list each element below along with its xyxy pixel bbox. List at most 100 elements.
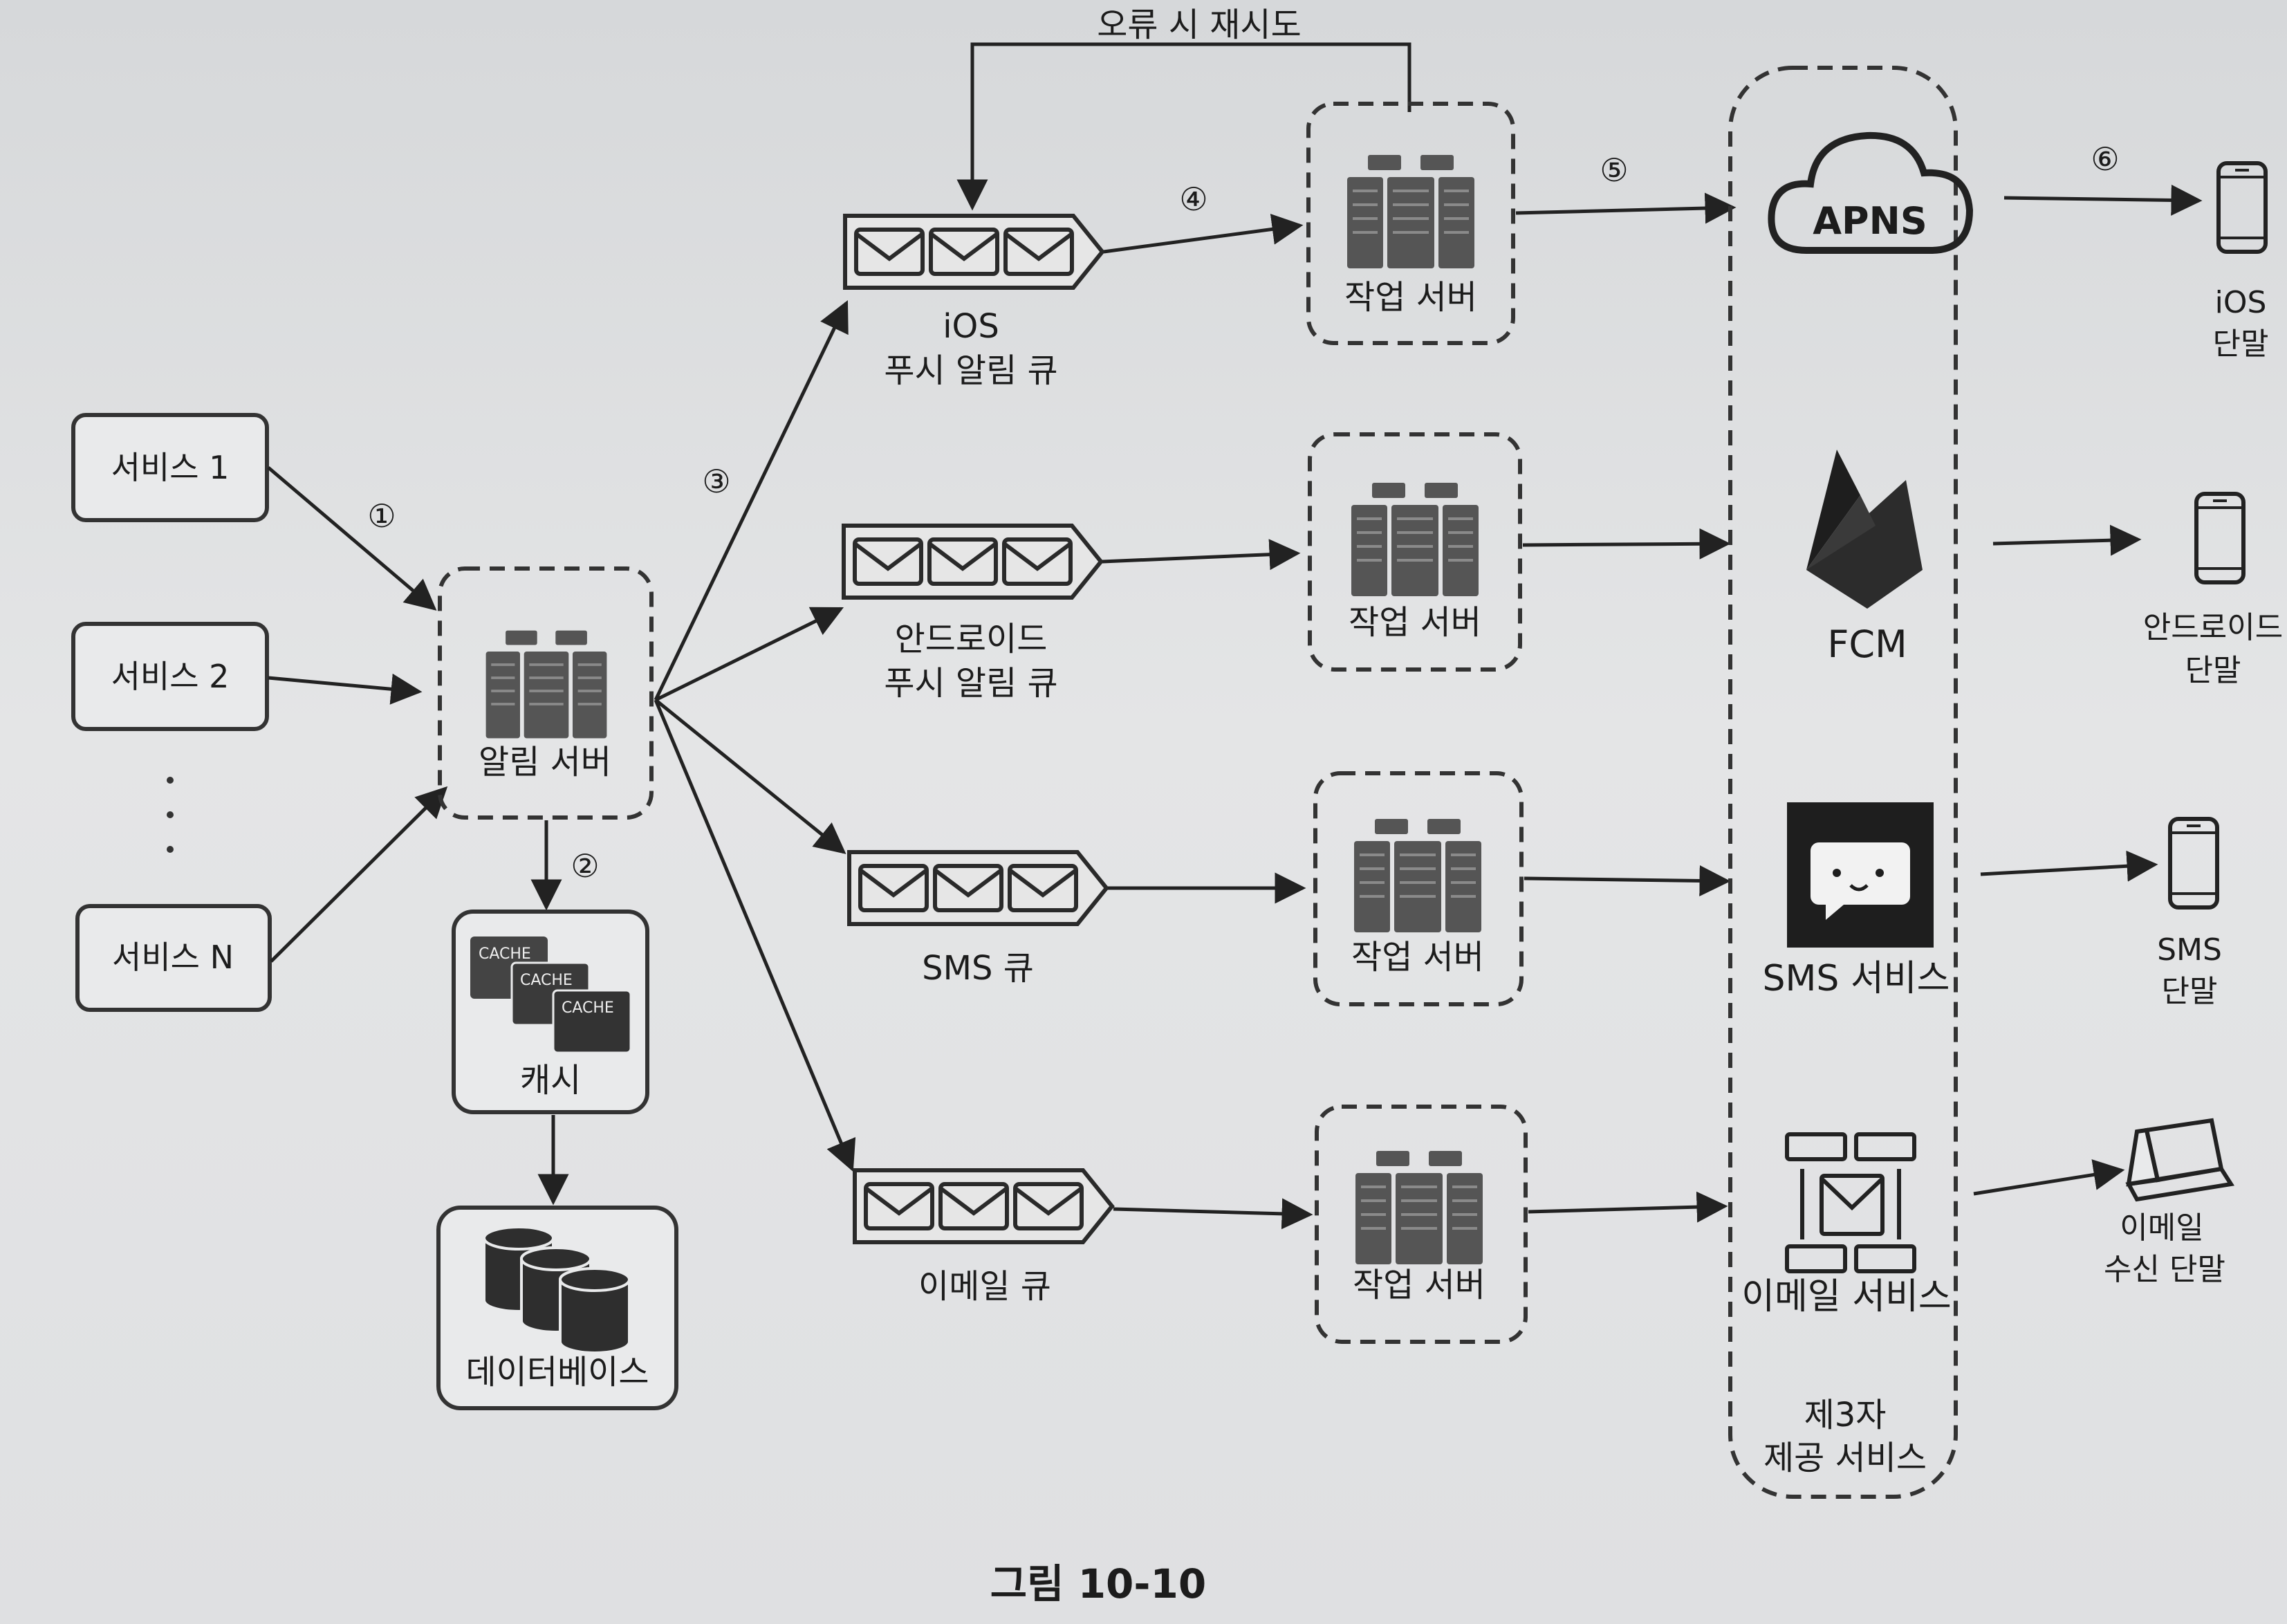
server-icon — [1350, 481, 1480, 598]
email-provider-label: 이메일 서비스 — [1741, 1276, 1952, 1318]
arrow-fcm-to-android-device — [1992, 524, 2142, 556]
step-2-label: ② — [571, 847, 599, 885]
cache-tag-2: CACHE — [520, 972, 573, 989]
arrow-apns-to-ios-device — [2003, 184, 2203, 216]
cache-tag-1: CACHE — [479, 945, 531, 963]
retry-label: 오류 시 재시도 — [1097, 6, 1301, 44]
retry-arrow — [956, 42, 1411, 211]
ios-worker-label: 작업 서버 — [1344, 278, 1477, 317]
android-queue: 안드로이드 푸시 알림 큐 — [844, 526, 1101, 703]
android-worker-label: 작업 서버 — [1349, 603, 1481, 642]
server-to-queue-arrows — [654, 299, 856, 1172]
cloud-icon — [1768, 131, 1974, 254]
queue-icon — [849, 852, 1107, 924]
arrow-android-queue-to-worker — [1102, 539, 1301, 571]
ios-device-label-2: 단말 — [2213, 326, 2269, 362]
sms-worker-label: 작업 서버 — [1351, 938, 1484, 977]
sms-device: SMS 단말 — [2157, 819, 2222, 1009]
arrow-ios-worker-to-apns — [1515, 192, 1737, 224]
database-label: 데이터베이스 — [466, 1353, 649, 1392]
provider-to-device-arrows — [1973, 184, 2203, 1196]
server-icon — [1353, 818, 1483, 934]
arrow-android-worker-to-fcm — [1522, 528, 1731, 560]
service-ellipsis — [167, 777, 174, 853]
apns-label: APNS — [1813, 199, 1927, 243]
arrow-sms-to-sms-device — [1980, 850, 2158, 882]
cache-tag-3: CACHE — [562, 999, 614, 1017]
sms-queue-label: SMS 큐 — [922, 949, 1034, 988]
ios-worker-server: 작업 서버 — [1306, 102, 1515, 345]
sms-provider-service: SMS 서비스 — [1763, 802, 1950, 999]
queue-icon — [844, 526, 1101, 598]
third-party-services-group: APNS FCM SMS 서비스 — [1728, 66, 1974, 1499]
email-queue: 이메일 큐 — [855, 1170, 1112, 1306]
email-worker-server: 작업 서버 — [1315, 1105, 1528, 1344]
arrow-server-to-email-queue — [654, 699, 856, 1172]
queue-icon — [855, 1170, 1112, 1242]
third-party-title-2: 제공 서비스 — [1763, 1439, 1927, 1477]
phone-icon — [2196, 494, 2243, 582]
email-provider-icon — [1785, 1132, 1916, 1273]
android-queue-label-2: 푸시 알림 큐 — [884, 664, 1057, 703]
service-2-label: 서비스 2 — [111, 658, 230, 695]
retry-loop: 오류 시 재시도 — [956, 6, 1411, 211]
ios-queue-label-1: iOS — [943, 307, 999, 346]
figure-caption: 그림 10-10 — [990, 1560, 1206, 1607]
server-icon — [1354, 1150, 1484, 1266]
service-2-box: 서비스 2 — [71, 622, 269, 731]
firebase-icon — [1806, 450, 1923, 609]
android-device-label-2: 단말 — [2185, 653, 2241, 688]
email-worker-label: 작업 서버 — [1353, 1266, 1485, 1304]
sms-device-label-1: SMS — [2157, 932, 2222, 968]
notification-server: 알림 서버 — [438, 566, 654, 820]
arrow-servicen-to-server — [270, 786, 448, 963]
service-n-box: 서비스 N — [75, 904, 272, 1012]
service-1-label: 서비스 1 — [111, 449, 230, 486]
step-4-label: ④ — [1179, 181, 1207, 218]
server-icon — [484, 629, 609, 740]
phone-icon — [2219, 163, 2266, 252]
arrow-sms-worker-to-sms-service — [1524, 865, 1731, 896]
cache-box: CACHE CACHE CACHE 캐시 — [452, 910, 649, 1114]
arrow-email-worker-to-email-service — [1528, 1191, 1728, 1223]
arrow-server-to-sms-queue — [654, 699, 846, 854]
cache-icon: CACHE CACHE CACHE — [470, 936, 632, 1054]
step-6-label: ⑥ — [2091, 140, 2119, 178]
email-provider-service: 이메일 서비스 — [1741, 1132, 1952, 1318]
arrow-ios-queue-to-worker — [1103, 214, 1304, 254]
arrow-email-to-email-device — [1973, 1159, 2125, 1196]
fcm-service: FCM — [1806, 450, 1923, 666]
step-3-label: ③ — [702, 463, 730, 500]
server-icon — [1346, 154, 1476, 270]
database-icon — [483, 1226, 631, 1354]
arrow-service1-to-server — [267, 466, 437, 611]
ios-queue: iOS 푸시 알림 큐 — [845, 216, 1102, 390]
android-worker-server: 작업 서버 — [1308, 432, 1522, 672]
email-device-label-2: 수신 단말 — [2104, 1252, 2225, 1287]
worker-to-provider-arrows — [1515, 192, 1737, 1223]
android-device-label-1: 안드로이드 — [2143, 610, 2283, 645]
android-queue-label-1: 안드로이드 — [895, 620, 1048, 658]
laptop-icon — [2125, 1118, 2234, 1202]
phone-icon — [2170, 819, 2217, 907]
ios-device-label-1: iOS — [2215, 285, 2267, 320]
database-box: 데이터베이스 — [436, 1206, 678, 1410]
arrow-email-queue-to-worker — [1113, 1198, 1313, 1230]
cache-label: 캐시 — [520, 1061, 581, 1100]
service-arrows — [267, 466, 448, 963]
arrow-server-to-ios-queue — [654, 299, 849, 701]
sms-queue: SMS 큐 — [849, 852, 1107, 988]
arrow-server-to-android-queue — [654, 607, 844, 702]
queue-icon — [845, 216, 1102, 288]
step-1-label: ① — [367, 497, 396, 535]
email-device-label-1: 이메일 — [2120, 1210, 2203, 1246]
ios-queue-label-2: 푸시 알림 큐 — [884, 351, 1057, 390]
android-device: 안드로이드 단말 — [2143, 494, 2283, 688]
step-5-label: ⑤ — [1600, 151, 1628, 189]
service-1-box: 서비스 1 — [71, 413, 269, 522]
email-device: 이메일 수신 단말 — [2104, 1118, 2234, 1287]
arrow-service2-to-server — [268, 673, 423, 705]
sms-device-label-2: 단말 — [2162, 974, 2218, 1009]
